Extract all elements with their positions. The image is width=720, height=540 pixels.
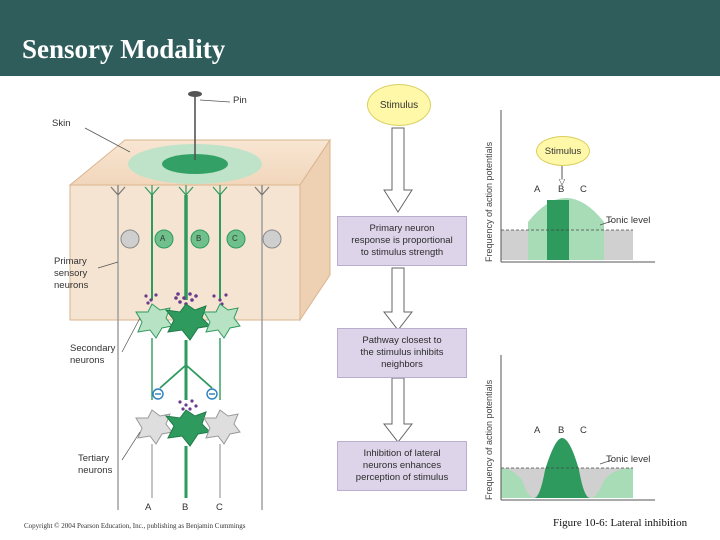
slide-title: Sensory Modality xyxy=(22,34,226,64)
skin-leader-line xyxy=(84,127,131,153)
secondary-axons xyxy=(151,338,221,400)
bottom-graph-b-label: B xyxy=(558,425,565,436)
neurotransmitter-dots-lower xyxy=(178,399,198,411)
stimulus-oval: Stimulus xyxy=(367,84,431,126)
bottom-graph-ylabel: Frequency of action potentials xyxy=(484,379,494,500)
tertiary-neurons xyxy=(135,409,241,498)
neuron-c-body xyxy=(226,229,246,249)
top-graph-c-label: C xyxy=(580,184,587,195)
bottom-graph-c-label: C xyxy=(580,425,587,436)
output-b-label: B xyxy=(182,502,189,513)
stimulus-zone-inner xyxy=(162,154,228,174)
neuron-b-body xyxy=(190,229,210,249)
bottom-graph-tonic-label: Tonic level xyxy=(606,454,651,465)
figure-caption: Figure 10-6: Lateral inhibition xyxy=(553,517,688,529)
top-graph-b-label: B xyxy=(558,184,565,195)
graph-stimulus-oval: Stimulus xyxy=(536,136,590,166)
skin-label: Skin xyxy=(52,118,71,129)
primary-neurons-label: Primary sensory neurons xyxy=(54,256,89,291)
neuron-b-label: B xyxy=(196,234,202,243)
neuron-c-label: C xyxy=(232,234,238,243)
step-box-3: Inhibition of lateral neurons enhances p… xyxy=(337,441,467,491)
receptor-endings xyxy=(110,185,270,196)
neurotransmitter-dots-upper xyxy=(144,292,228,306)
flow-arrows xyxy=(382,127,414,443)
primary-cell-bodies xyxy=(120,229,282,249)
copyright-text: Copyright © 2004 Pearson Education, Inc.… xyxy=(24,522,246,530)
top-response-graph xyxy=(500,110,655,263)
step-box-1: Primary neuron response is proportional … xyxy=(337,216,467,266)
step-box-2: Pathway closest to the stimulus inhibits… xyxy=(337,328,467,378)
output-a-label: A xyxy=(145,502,152,513)
secondary-neurons xyxy=(135,303,241,341)
output-c-label: C xyxy=(216,502,223,513)
bottom-response-graph xyxy=(500,355,655,501)
pin-icon xyxy=(188,91,231,160)
neuron-a-label: A xyxy=(160,234,166,243)
title-bar: Sensory Modality xyxy=(0,0,720,76)
bottom-graph-a-label: A xyxy=(534,425,541,436)
top-graph-ylabel: Frequency of action potentials xyxy=(484,141,494,262)
tertiary-neurons-label: Tertiary neurons xyxy=(78,453,113,476)
pin-label: Pin xyxy=(233,95,247,106)
top-graph-tonic-label: Tonic level xyxy=(606,215,651,226)
neuron-a-body xyxy=(154,229,174,249)
secondary-neurons-label: Secondary neurons xyxy=(70,343,116,366)
primary-axons xyxy=(117,195,263,510)
top-graph-a-label: A xyxy=(534,184,541,195)
